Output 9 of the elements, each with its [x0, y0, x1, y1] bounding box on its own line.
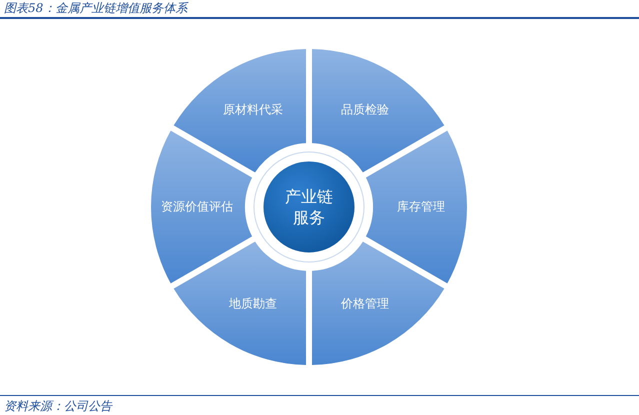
segment-label: 地质勘查 — [229, 295, 277, 312]
segment-label: 价格管理 — [341, 295, 389, 312]
figure-title: 图表58：金属产业链增值服务体系 — [4, 0, 188, 17]
center-label: 产业链服务 — [284, 186, 334, 228]
segment-label: 品质检验 — [341, 102, 389, 118]
segment-label: 资源价值评估 — [161, 198, 233, 216]
segment-label: 原材料代采 — [223, 102, 283, 118]
segment-label: 库存管理 — [397, 198, 445, 216]
source-note: 资料来源：公司公告 — [4, 398, 112, 415]
